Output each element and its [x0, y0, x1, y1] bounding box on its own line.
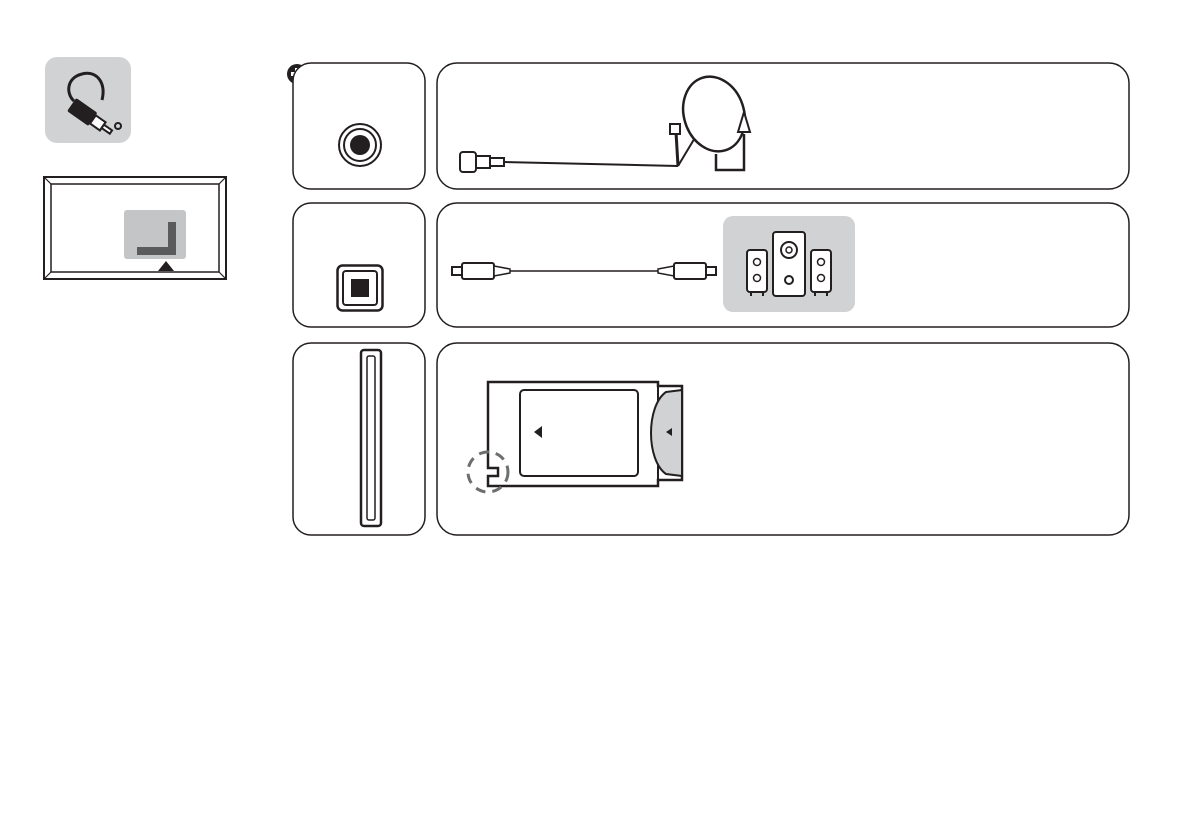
satellite-dish-cable-icon [452, 74, 772, 184]
speaker-system-icon [723, 216, 855, 312]
ci-module-card-icon [460, 376, 692, 506]
tv-back-panel-icon [42, 175, 228, 281]
ci-slot-icon [359, 348, 383, 528]
optical-cable-icon [448, 256, 720, 286]
coax-port-icon [337, 122, 383, 168]
cable-plug-icon [44, 56, 132, 144]
optical-port-icon [336, 264, 384, 312]
